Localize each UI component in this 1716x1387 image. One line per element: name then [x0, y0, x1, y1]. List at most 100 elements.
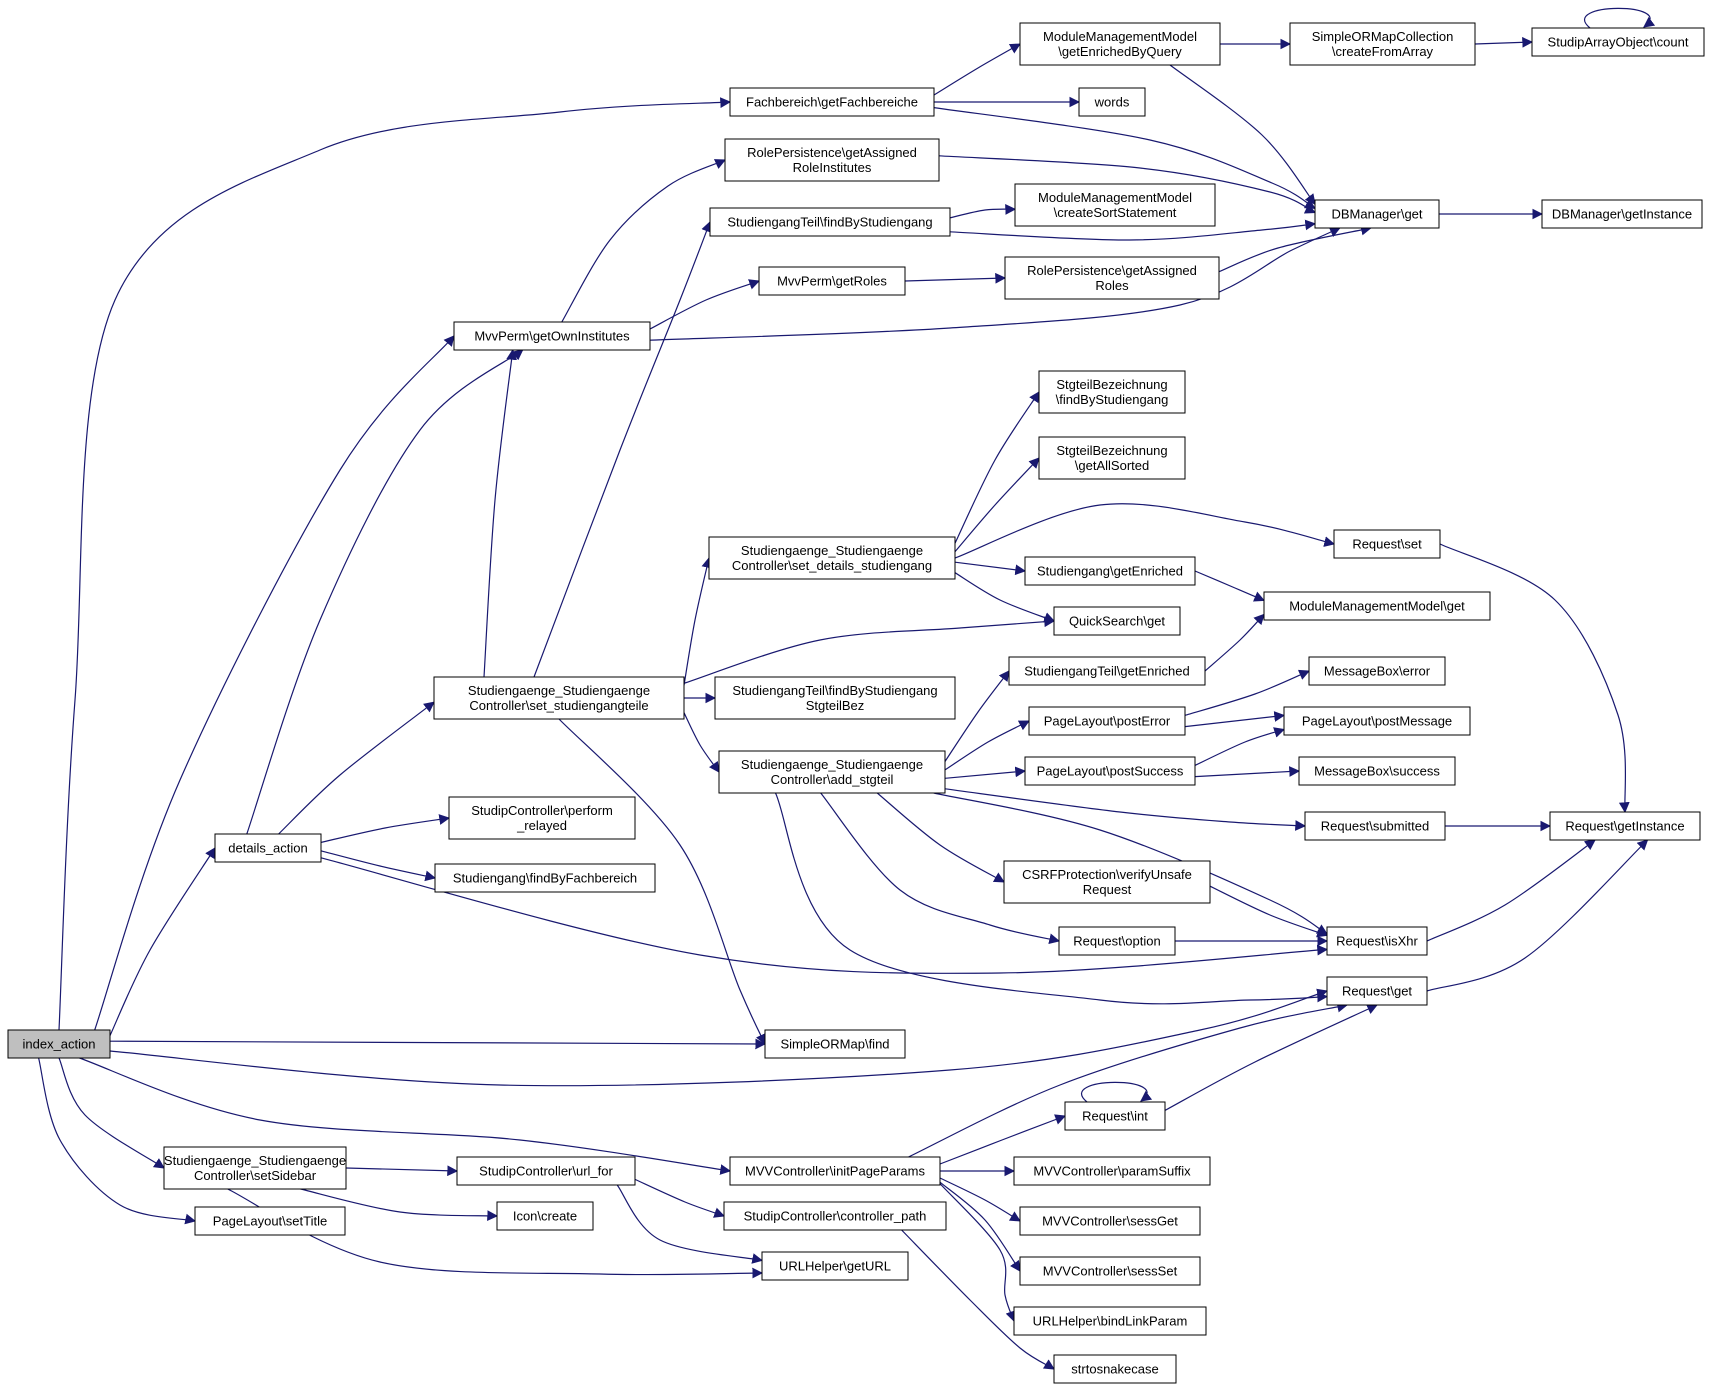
node-sgt-getenriched[interactable]: StudiengangTeil\getEnriched — [1008, 656, 1206, 686]
node-box-ctrl-add-stgteil[interactable] — [718, 750, 946, 794]
node-mvv-paramsuffix[interactable]: MVVController\paramSuffix — [1013, 1156, 1211, 1186]
node-request-getinstance[interactable]: Request\getInstance — [1549, 811, 1701, 841]
node-box-mmm-createsortstatement[interactable] — [1014, 183, 1216, 227]
node-box-rp-getassignedroles[interactable] — [1004, 256, 1220, 300]
node-request-int[interactable]: Request\int — [1064, 1101, 1166, 1131]
node-mvvperm-getroles[interactable]: MvvPerm\getRoles — [758, 266, 906, 296]
node-box-sc-perform-relayed[interactable] — [448, 796, 636, 840]
node-box-pagelayout-postsuccess[interactable] — [1024, 756, 1196, 786]
node-box-ctrl-set-studiengangteile[interactable] — [433, 676, 685, 720]
node-box-ctrl-setsidebar[interactable] — [163, 1146, 347, 1190]
node-box-ctrl-set-details-studiengang[interactable] — [708, 536, 956, 580]
node-stb-findbystudiengang[interactable]: StgteilBezeichnung\findByStudiengang — [1038, 370, 1186, 414]
node-box-fb-getfachbereiche[interactable] — [729, 87, 935, 117]
node-box-mmm-get[interactable] — [1263, 591, 1491, 621]
node-box-messagebox-success[interactable] — [1298, 756, 1456, 786]
node-box-sg-getenriched[interactable] — [1024, 556, 1196, 586]
node-box-details-action[interactable] — [214, 833, 322, 863]
node-box-request-int[interactable] — [1064, 1101, 1166, 1131]
node-fb-getfachbereiche[interactable]: Fachbereich\getFachbereiche — [729, 87, 935, 117]
node-box-pagelayout-settitle[interactable] — [194, 1206, 346, 1236]
node-request-get[interactable]: Request\get — [1326, 976, 1428, 1006]
node-quicksearch-get[interactable]: QuickSearch\get — [1053, 606, 1181, 636]
node-details-action[interactable]: details_action — [214, 833, 322, 863]
node-messagebox-error[interactable]: MessageBox\error — [1308, 656, 1446, 686]
node-box-sormap-find[interactable] — [764, 1029, 906, 1059]
node-mmm-createsortstatement[interactable]: ModuleManagementModel\createSortStatemen… — [1014, 183, 1216, 227]
node-box-sormc-createfromarray[interactable] — [1289, 22, 1476, 66]
node-sg-getenriched[interactable]: Studiengang\getEnriched — [1024, 556, 1196, 586]
node-box-quicksearch-get[interactable] — [1053, 606, 1181, 636]
node-box-request-isxhr[interactable] — [1326, 926, 1428, 956]
node-request-isxhr[interactable]: Request\isXhr — [1326, 926, 1428, 956]
node-box-request-option[interactable] — [1058, 926, 1176, 956]
node-request-set[interactable]: Request\set — [1333, 529, 1441, 559]
node-stb-getallsorted[interactable]: StgteilBezeichnung\getAllSorted — [1038, 436, 1186, 480]
node-box-icon-create[interactable] — [496, 1201, 594, 1231]
node-words[interactable]: words — [1078, 87, 1146, 117]
node-box-words[interactable] — [1078, 87, 1146, 117]
node-box-sc-url-for[interactable] — [456, 1156, 636, 1186]
node-box-messagebox-error[interactable] — [1308, 656, 1446, 686]
node-box-mmm-getenrichedbyquery[interactable] — [1019, 22, 1221, 66]
node-messagebox-success[interactable]: MessageBox\success — [1298, 756, 1456, 786]
node-mvv-initpageparams[interactable]: MVVController\initPageParams — [729, 1156, 941, 1186]
node-box-urlhelper-bindlinkparam[interactable] — [1013, 1306, 1207, 1336]
node-pagelayout-postsuccess[interactable]: PageLayout\postSuccess — [1024, 756, 1196, 786]
node-mvvperm-getowninstitutes[interactable]: MvvPerm\getOwnInstitutes — [453, 321, 651, 351]
node-urlhelper-geturl[interactable]: URLHelper\getURL — [761, 1251, 909, 1281]
node-box-request-getinstance[interactable] — [1549, 811, 1701, 841]
node-box-sgt-findbystudiengang[interactable] — [709, 207, 951, 237]
node-box-pagelayout-posterror[interactable] — [1028, 706, 1186, 736]
node-box-mvv-sessset[interactable] — [1019, 1256, 1201, 1286]
node-box-dbm-get[interactable] — [1314, 199, 1440, 229]
node-box-dbm-getinstance[interactable] — [1541, 199, 1703, 229]
node-box-mvvperm-getowninstitutes[interactable] — [453, 321, 651, 351]
node-mvv-sessset[interactable]: MVVController\sessSet — [1019, 1256, 1201, 1286]
node-box-mvvperm-getroles[interactable] — [758, 266, 906, 296]
node-box-request-set[interactable] — [1333, 529, 1441, 559]
node-box-request-get[interactable] — [1326, 976, 1428, 1006]
node-pagelayout-posterror[interactable]: PageLayout\postError — [1028, 706, 1186, 736]
node-sormap-find[interactable]: SimpleORMap\find — [764, 1029, 906, 1059]
node-sormc-createfromarray[interactable]: SimpleORMapCollection\createFromArray — [1289, 22, 1476, 66]
node-request-option[interactable]: Request\option — [1058, 926, 1176, 956]
node-sc-url-for[interactable]: StudipController\url_for — [456, 1156, 636, 1186]
node-box-sao-count[interactable] — [1531, 27, 1705, 57]
node-mmm-get[interactable]: ModuleManagementModel\get — [1263, 591, 1491, 621]
node-mmm-getenrichedbyquery[interactable]: ModuleManagementModel\getEnrichedByQuery — [1019, 22, 1221, 66]
node-dbm-getinstance[interactable]: DBManager\getInstance — [1541, 199, 1703, 229]
node-sg-findbyfachbereich[interactable]: Studiengang\findByFachbereich — [434, 863, 656, 893]
node-box-request-submitted[interactable] — [1304, 811, 1446, 841]
node-box-strtosnakecase[interactable] — [1053, 1354, 1177, 1384]
node-sc-perform-relayed[interactable]: StudipController\perform_relayed — [448, 796, 636, 840]
node-box-stb-getallsorted[interactable] — [1038, 436, 1186, 480]
node-box-rp-getassignedroleinstitutes[interactable] — [724, 138, 940, 182]
node-sc-controller-path[interactable]: StudipController\controller_path — [723, 1201, 947, 1231]
node-box-stb-findbystudiengang[interactable] — [1038, 370, 1186, 414]
node-mvv-sessget[interactable]: MVVController\sessGet — [1019, 1206, 1201, 1236]
node-box-urlhelper-geturl[interactable] — [761, 1251, 909, 1281]
node-box-mvv-sessget[interactable] — [1019, 1206, 1201, 1236]
node-icon-create[interactable]: Icon\create — [496, 1201, 594, 1231]
node-box-mvv-paramsuffix[interactable] — [1013, 1156, 1211, 1186]
node-box-sc-controller-path[interactable] — [723, 1201, 947, 1231]
node-box-csrf-verifyunsaferequest[interactable] — [1003, 860, 1211, 904]
node-box-sg-findbyfachbereich[interactable] — [434, 863, 656, 893]
node-pagelayout-settitle[interactable]: PageLayout\setTitle — [194, 1206, 346, 1236]
node-sao-count[interactable]: StudipArrayObject\count — [1531, 27, 1705, 57]
node-box-sgt-getenriched[interactable] — [1008, 656, 1206, 686]
node-dbm-get[interactable]: DBManager\get — [1314, 199, 1440, 229]
node-urlhelper-bindlinkparam[interactable]: URLHelper\bindLinkParam — [1013, 1306, 1207, 1336]
node-strtosnakecase[interactable]: strtosnakecase — [1053, 1354, 1177, 1384]
node-box-pagelayout-postmessage[interactable] — [1283, 706, 1471, 736]
node-pagelayout-postmessage[interactable]: PageLayout\postMessage — [1283, 706, 1471, 736]
